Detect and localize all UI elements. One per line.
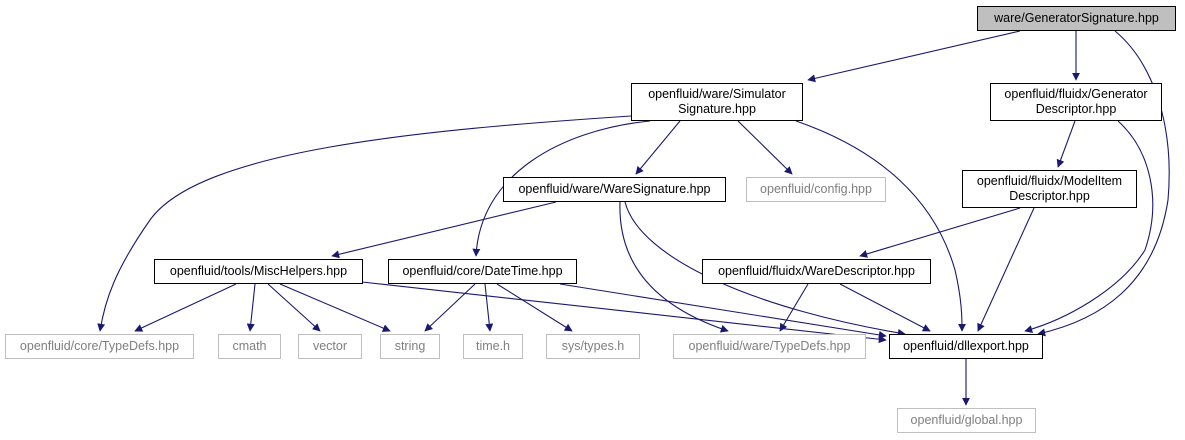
edge-waredesc-to-waretypedefs [779,283,809,332]
node-label: ware/GeneratorSignature.hpp [994,11,1159,25]
node-label: openfluid/fluidx/ModelItem Descriptor.hp… [976,174,1123,203]
node-label: vector [312,339,348,353]
edge-root-to-simsig [807,30,1021,83]
node-label: openfluid/core/DateTime.hpp [402,264,563,278]
edge-mischelpers-to-dllexport [361,281,887,344]
edge-mischelpers-to-string [279,283,391,332]
node-label: openfluid/ware/TypeDefs.hpp [688,339,851,353]
node-simulator-signature[interactable]: openfluid/ware/Simulator Signature.hpp [631,83,803,121]
node-label: openfluid/ware/Simulator Signature.hpp [648,87,786,116]
node-label: openfluid/tools/MiscHelpers.hpp [169,264,348,278]
node-modelitem-descriptor[interactable]: openfluid/fluidx/ModelItem Descriptor.hp… [962,170,1137,208]
node-core-typedefs: openfluid/core/TypeDefs.hpp [5,334,194,359]
node-ware-descriptor[interactable]: openfluid/fluidx/WareDescriptor.hpp [702,259,931,284]
edge-mischelpers-to-vector [267,283,321,332]
node-time-h: time.h [463,334,523,359]
edge-simsig-to-config [737,120,793,175]
node-misc-helpers[interactable]: openfluid/tools/MiscHelpers.hpp [154,259,363,284]
edge-mischelpers-to-coretypedefs [134,283,237,332]
node-label: time.h [475,339,511,353]
node-label: openfluid/fluidx/WareDescriptor.hpp [718,264,915,278]
node-sys-types: sys/types.h [546,334,640,359]
edge-simsig-to-dllexport [795,120,966,332]
node-label: openfluid/dllexport.hpp [903,339,1029,353]
node-global: openfluid/global.hpp [897,408,1036,433]
node-label: openfluid/core/TypeDefs.hpp [19,339,180,353]
edge-root-to-dllexport [1037,30,1170,337]
edge-waredesc-to-dllexport [839,283,931,332]
edge-simsig-to-datetime [472,120,651,257]
node-generator-descriptor[interactable]: openfluid/fluidx/Generator Descriptor.hp… [990,83,1162,121]
edge-waresig-to-waretypedefs [619,201,729,333]
edge-simsig-to-waresig [635,120,681,175]
node-label: openfluid/ware/WareSignature.hpp [518,182,711,196]
node-datetime[interactable]: openfluid/core/DateTime.hpp [388,259,577,284]
node-ware-signature[interactable]: openfluid/ware/WareSignature.hpp [503,177,726,202]
node-config: openfluid/config.hpp [746,177,886,202]
edge-modelitem-to-waredesc [859,207,1021,258]
node-label: sys/types.h [561,339,625,353]
node-label: string [394,339,426,353]
edge-datetime-to-dllexport [559,283,887,339]
node-string: string [380,334,440,359]
edge-mischelpers-to-cmath [246,283,256,332]
node-label: cmath [232,339,267,353]
node-cmath: cmath [218,334,281,359]
node-label: openfluid/fluidx/Generator Descriptor.hp… [1004,87,1148,116]
edge-modelitem-to-dllexport [977,207,1035,332]
edge-datetime-to-timeh [484,283,494,332]
edge-datetime-to-systypes [496,283,573,332]
edge-gendesc-to-dllexport [1024,120,1154,333]
edge-simsig-to-coretypedefs [97,115,632,332]
node-label: openfluid/global.hpp [910,413,1023,427]
node-vector: vector [298,334,362,359]
edge-datetime-to-string [424,283,476,332]
node-ware-typedefs: openfluid/ware/TypeDefs.hpp [673,334,866,359]
node-label: openfluid/config.hpp [760,182,872,196]
edge-gendesc-to-modelitem [1056,120,1076,168]
node-root: ware/GeneratorSignature.hpp [977,6,1176,31]
edge-waresig-to-mischelpers [331,201,557,259]
node-dllexport[interactable]: openfluid/dllexport.hpp [889,334,1043,359]
